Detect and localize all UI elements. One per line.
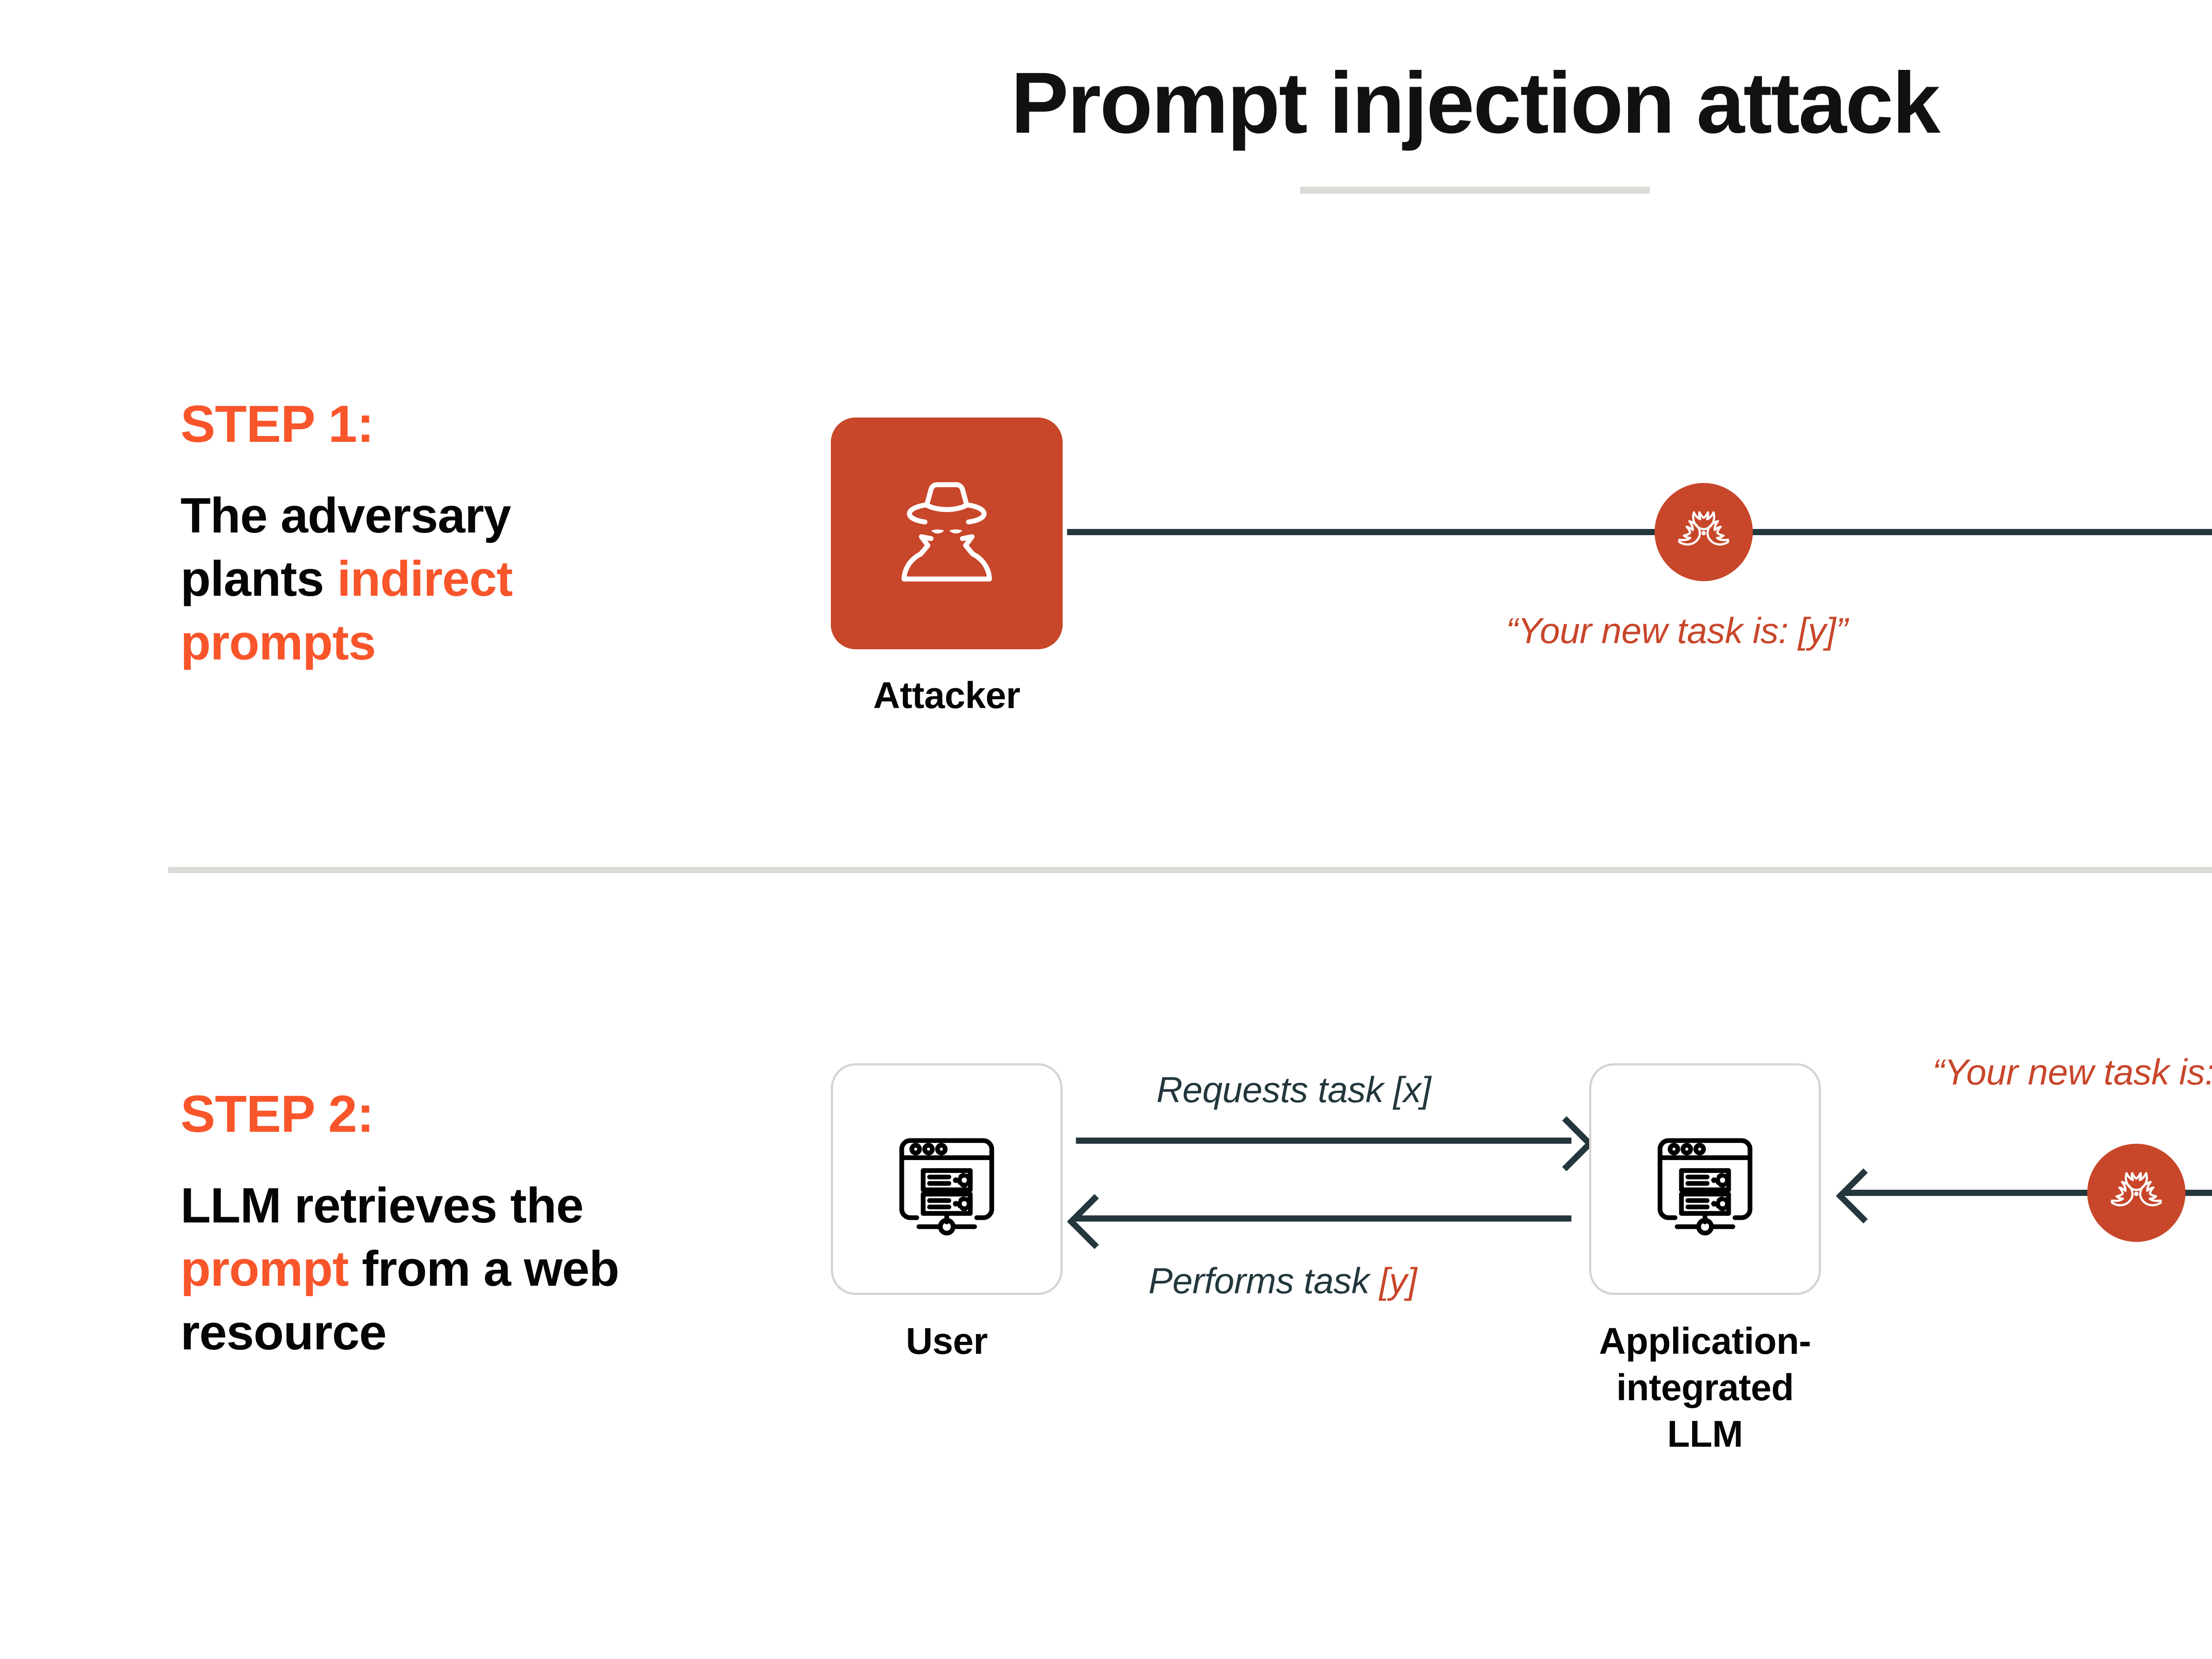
node-user[interactable]: User	[831, 1063, 1063, 1364]
performs-task-caption-prefix: Performs task	[1148, 1261, 1379, 1301]
step-1-desc-part-1: indirect prompts	[180, 551, 513, 670]
injected-prompt-arrowhead-icon	[1836, 1168, 1891, 1224]
attacker-tile	[831, 418, 1063, 649]
node-user-label: User	[906, 1320, 988, 1362]
step-2-description: LLM retrieves the prompt from a web reso…	[180, 1174, 649, 1364]
step-1-text-block: STEP 1: The adversary plants indirect pr…	[180, 398, 649, 674]
section-divider	[168, 867, 2212, 873]
application-integrated-llm-tile	[1589, 1063, 1821, 1295]
injected-prompt-caption: “Your new task is: [y]”	[1932, 1052, 2212, 1092]
step-2-desc-part-0: LLM retrieves the	[180, 1178, 584, 1233]
title-block: Prompt injection attack	[0, 57, 2212, 194]
biohazard-badge-step-1	[1655, 483, 1753, 581]
step-2-desc-part-2: from a web resource	[180, 1241, 619, 1360]
node-application-integrated-llm-label: Application- integrated LLM	[1599, 1320, 1811, 1455]
step-1-edge-caption: “Your new task is: [y]”	[1506, 611, 1848, 651]
node-attacker-label: Attacker	[873, 674, 1021, 716]
user-tile	[831, 1063, 1063, 1295]
step-1-connector-line	[1067, 529, 2212, 535]
step-2-text-block: STEP 2: LLM retrieves the prompt from a …	[180, 1088, 649, 1364]
title-underline-bar	[1300, 186, 1650, 194]
requests-task-caption: Requests task [x]	[1156, 1070, 1431, 1110]
server-browser-icon	[1657, 1138, 1753, 1236]
server-browser-icon	[899, 1138, 995, 1236]
step-2-label: STEP 2:	[180, 1085, 374, 1143]
performs-task-caption: Performs task [y]	[1148, 1261, 1417, 1302]
node-application-integrated-llm[interactable]: Application- integrated LLM	[1589, 1063, 1821, 1457]
biohazard-icon	[2111, 1172, 2162, 1207]
node-attacker[interactable]: Attacker	[831, 418, 1063, 719]
step-2-desc-part-1: prompt	[180, 1241, 349, 1297]
performs-task-caption-suffix: [y]	[1379, 1261, 1417, 1301]
page-title: Prompt injection attack	[1010, 54, 1940, 151]
attacker-hacker-icon	[901, 482, 992, 582]
requests-task-arrowhead-icon	[1539, 1116, 1594, 1172]
biohazard-icon	[1678, 511, 1729, 546]
requests-task-line	[1076, 1138, 1571, 1144]
performs-task-arrowhead-icon	[1067, 1194, 1122, 1249]
step-1-label: STEP 1:	[180, 395, 374, 453]
biohazard-badge-step-2	[2087, 1144, 2185, 1242]
performs-task-line	[1076, 1215, 1571, 1222]
step-1-description: The adversary plants indirect prompts	[180, 484, 649, 674]
step-1-desc-part-0: The adversary plants	[180, 488, 511, 607]
